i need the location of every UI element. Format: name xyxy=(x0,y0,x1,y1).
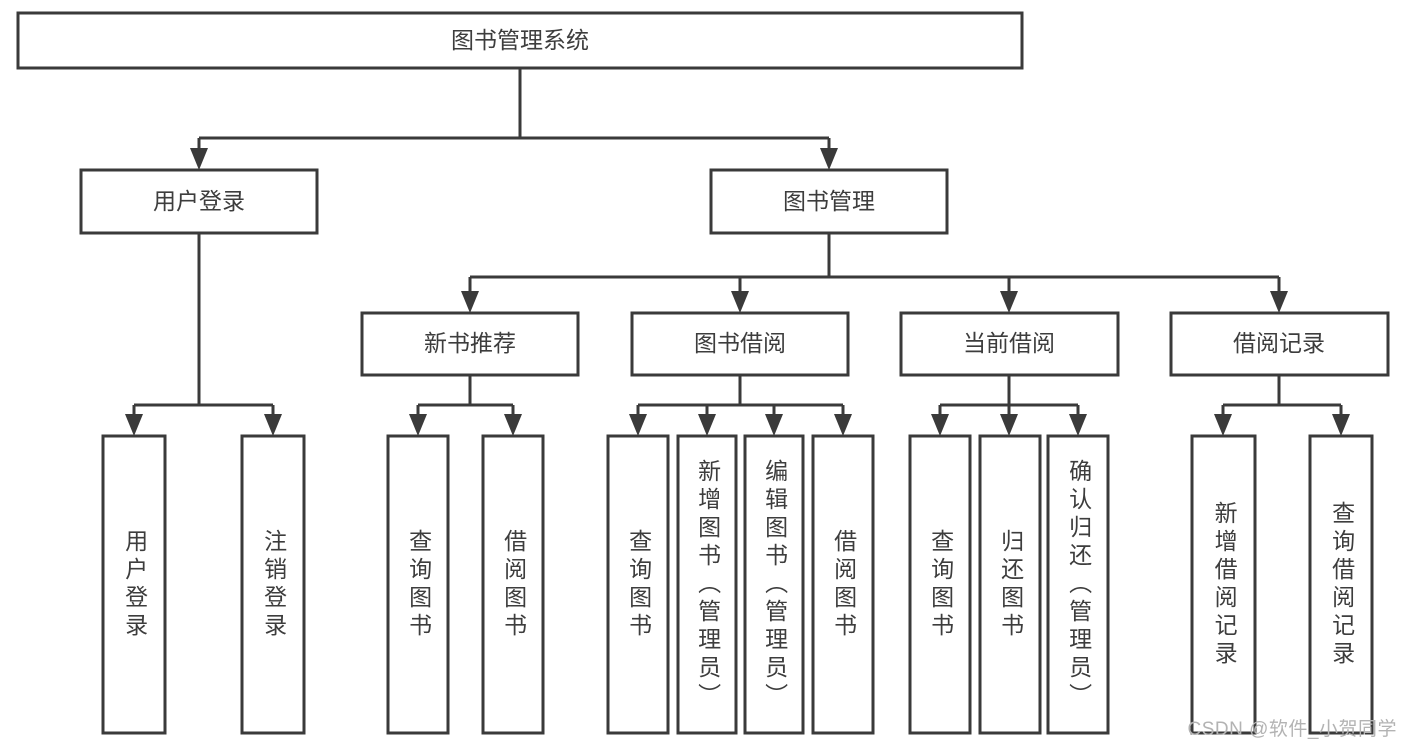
connector-root-to-level2 xyxy=(190,68,838,170)
node-new-book-recommend-box[interactable] xyxy=(360,311,580,377)
node-leaf-query-book-3-box[interactable] xyxy=(908,434,972,735)
node-leaf-borrow-book-1-box[interactable] xyxy=(481,434,545,735)
connector-bookborrow-to-leaves xyxy=(629,375,852,436)
node-current-borrow-box[interactable] xyxy=(899,311,1120,377)
node-leaf-confirm-return-box[interactable] xyxy=(1046,434,1110,735)
connector-currentborrow-to-leaves xyxy=(931,375,1087,436)
node-leaf-edit-book-box[interactable] xyxy=(743,434,805,735)
node-borrow-record-box[interactable] xyxy=(1169,311,1390,377)
arrowhead-leaf-logout xyxy=(264,414,282,436)
node-leaf-add-book-box[interactable] xyxy=(676,434,738,735)
node-user-login-box[interactable] xyxy=(79,168,319,235)
node-book-management[interactable]: 图书管理 xyxy=(709,168,949,235)
node-new-book-recommend-label: 新书推荐 xyxy=(424,330,516,356)
arrowhead-leaf-query-book-3 xyxy=(931,414,949,436)
node-leaf-return-book-box[interactable] xyxy=(978,434,1042,735)
arrowhead-leaf-user-login xyxy=(125,414,143,436)
arrowhead-leaf-add-book xyxy=(698,414,716,436)
watermark-text: CSDN @软件_小贺同学 xyxy=(1187,719,1397,740)
arrowhead-borrow-record xyxy=(1270,291,1288,313)
connector-newbook-to-leaves xyxy=(409,375,522,436)
node-root-label: 图书管理系统 xyxy=(451,27,589,53)
node-borrow-record[interactable]: 借阅记录 xyxy=(1169,311,1390,377)
node-current-borrow[interactable]: 当前借阅 xyxy=(899,311,1120,377)
arrowhead-leaf-borrow-book-1 xyxy=(504,414,522,436)
connector-borrowrecord-to-leaves xyxy=(1214,375,1350,436)
node-borrow-record-label: 借阅记录 xyxy=(1233,330,1325,356)
arrowhead-leaf-borrow-book-2 xyxy=(834,414,852,436)
node-root-box[interactable] xyxy=(16,11,1024,70)
arrowhead-leaf-query-book-1 xyxy=(409,414,427,436)
node-new-book-recommend[interactable]: 新书推荐 xyxy=(360,311,580,377)
node-book-management-label: 图书管理 xyxy=(783,188,875,214)
node-leaf-query-book-1-box[interactable] xyxy=(386,434,450,735)
node-book-management-box[interactable] xyxy=(709,168,949,235)
leaf-boxes xyxy=(101,434,1374,735)
arrowhead-leaf-confirm-return xyxy=(1069,414,1087,436)
arrowhead-new-book-rec xyxy=(461,291,479,313)
node-book-borrow[interactable]: 图书借阅 xyxy=(630,311,850,377)
node-root[interactable]: 图书管理系统 xyxy=(16,11,1024,70)
node-leaf-borrow-book-2-box[interactable] xyxy=(811,434,875,735)
node-user-login[interactable]: 用户登录 xyxy=(79,168,319,235)
connector-bookmanage-to-level3 xyxy=(461,233,1288,313)
node-leaf-user-login-box[interactable] xyxy=(101,434,167,735)
arrowhead-current-borrow xyxy=(1000,291,1018,313)
node-book-borrow-box[interactable] xyxy=(630,311,850,377)
arrowhead-leaf-query-book-2 xyxy=(629,414,647,436)
connector-userlogin-to-leaves xyxy=(125,233,282,436)
node-book-borrow-label: 图书借阅 xyxy=(694,330,786,356)
arrowhead-leaf-return-book xyxy=(1000,414,1018,436)
node-leaf-query-record-box[interactable] xyxy=(1308,434,1374,735)
arrowhead-book-borrow xyxy=(731,291,749,313)
node-leaf-query-book-2-box[interactable] xyxy=(606,434,670,735)
node-leaf-logout-box[interactable] xyxy=(240,434,306,735)
node-current-borrow-label: 当前借阅 xyxy=(963,330,1055,356)
arrowhead-user-login xyxy=(190,148,208,170)
arrowhead-leaf-edit-book xyxy=(765,414,783,436)
arrowhead-leaf-add-record xyxy=(1214,414,1232,436)
arrowhead-book-manage xyxy=(820,148,838,170)
node-user-login-label: 用户登录 xyxy=(153,188,245,214)
node-leaf-add-record-box[interactable] xyxy=(1190,434,1257,735)
arrowhead-leaf-query-record xyxy=(1332,414,1350,436)
